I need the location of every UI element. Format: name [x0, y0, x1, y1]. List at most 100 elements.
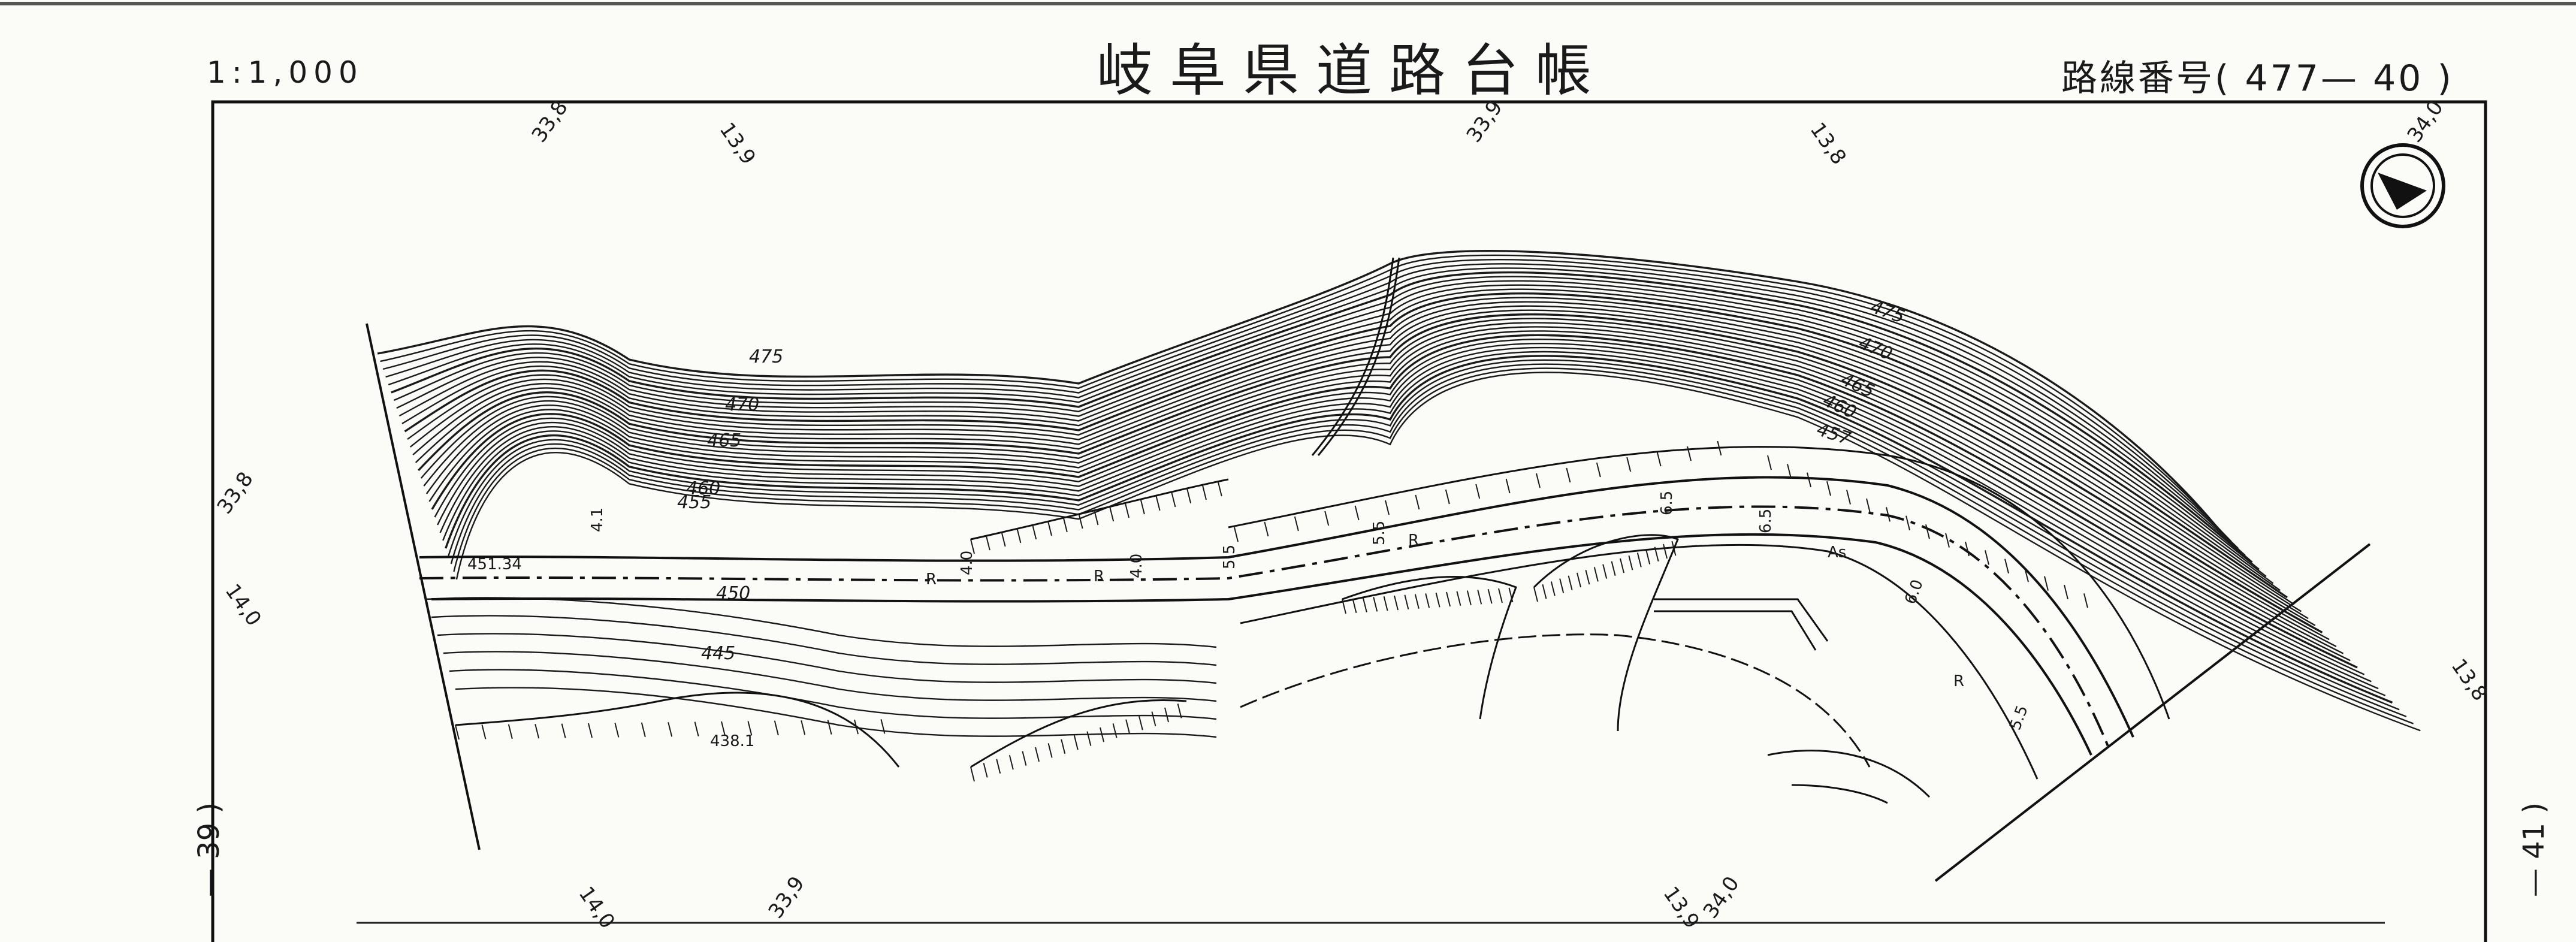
hachure-mark — [1415, 494, 1420, 510]
contour-line — [442, 351, 2386, 696]
hachure-mark — [2044, 576, 2049, 591]
hachure-mark — [1047, 521, 1052, 536]
road-width: 5.5 — [1221, 545, 1239, 569]
contour-line — [431, 334, 2358, 669]
hachure-mark — [1362, 597, 1367, 612]
contour-line — [382, 259, 2232, 542]
hachure-mark — [641, 722, 646, 738]
map-scale: 1:1,000 — [207, 55, 364, 90]
hachure-mark — [614, 723, 620, 738]
hachure-mark — [1001, 532, 1006, 547]
hachure-mark — [1593, 567, 1599, 582]
hachure-mark — [1125, 719, 1131, 735]
hachure-mark — [1620, 558, 1624, 573]
hachure-mark — [1264, 521, 1269, 537]
contour-line — [398, 284, 2274, 584]
valley-contours — [425, 597, 1217, 738]
contour-label: 465 — [707, 430, 741, 451]
hachure-mark — [694, 721, 699, 736]
hachure-mark — [1394, 595, 1399, 611]
hachure-mark — [1466, 590, 1472, 605]
contour-line — [377, 250, 2218, 529]
hachure-mark — [1905, 515, 1910, 531]
hachure-mark — [1125, 503, 1130, 518]
hachure-mark — [1550, 581, 1556, 596]
contour-line — [425, 326, 2344, 654]
hachure-mark — [1475, 484, 1481, 499]
contour-lines — [377, 250, 2421, 732]
contour-line — [437, 342, 2372, 683]
north-arrow-icon — [2360, 143, 2445, 228]
contour-line — [453, 367, 2414, 724]
hachure-mark — [721, 721, 726, 736]
surface-label: R — [926, 570, 937, 588]
contour-labels: 475 470 465 460 455 450 445 475 470 465 … — [677, 297, 1907, 664]
spot-height: 451.34 — [467, 555, 522, 573]
surface-label: R — [1953, 672, 1964, 690]
coord-top-2: 13,9 — [715, 118, 760, 169]
hachure-mark — [1062, 517, 1068, 533]
hachure-mark — [588, 723, 593, 738]
hachure-mark — [1073, 735, 1079, 750]
hachure-mark — [1234, 527, 1239, 542]
hachure-mark — [1445, 489, 1450, 505]
hachure-mark — [2024, 567, 2029, 582]
contour-line — [380, 254, 2225, 535]
hachure-mark — [1626, 457, 1632, 472]
hachure-mark — [1294, 516, 1299, 532]
hachure-mark — [1352, 598, 1357, 614]
hachure-mark — [1611, 561, 1616, 576]
hachure-mark — [1435, 592, 1440, 608]
terrain-edges — [455, 534, 1931, 804]
page-title: 岐阜県道路台帳 — [1097, 38, 1609, 104]
hachure-mark — [1171, 492, 1176, 508]
hachure-mark — [1094, 510, 1099, 526]
hachure-mark — [1385, 500, 1390, 515]
hachure-mark — [1414, 594, 1420, 609]
hachure-mark — [1985, 550, 1989, 565]
contour-line — [407, 297, 2295, 605]
hachure-mark — [1671, 541, 1677, 556]
section-boundary-left — [366, 323, 481, 850]
contour-line — [393, 276, 2260, 570]
contour-line — [415, 309, 2316, 626]
contour-label: 450 — [716, 583, 750, 604]
contour-label: 470 — [725, 394, 759, 415]
hachure-mark — [1846, 490, 1851, 505]
coord-left-1: 33,8 — [213, 467, 258, 518]
section-boundary-right — [1934, 543, 2371, 882]
hachure-mark — [2064, 584, 2068, 600]
hachure-mark — [2083, 593, 2088, 608]
road-width: 4.0 — [958, 551, 976, 575]
hachure-mark — [1505, 478, 1511, 494]
contour-line — [391, 271, 2253, 563]
road-width: 4.1 — [588, 508, 606, 532]
hachure-mark — [1112, 723, 1118, 738]
hachure-mark — [1787, 464, 1792, 479]
hachure-mark — [1925, 524, 1930, 539]
hachure-mark — [1656, 451, 1662, 467]
hachure-mark — [1456, 591, 1461, 606]
contour-line — [428, 330, 2351, 662]
hachure-mark — [1373, 597, 1378, 612]
hachure-mark — [1807, 472, 1811, 488]
hachure-mark — [1886, 507, 1891, 522]
hachure-mark — [1826, 481, 1831, 496]
hachure-mark — [1061, 739, 1066, 754]
contour-label: 460 — [686, 478, 720, 499]
hachure-mark — [1568, 575, 1573, 591]
contour-line — [455, 372, 2421, 732]
surface-label: R — [1094, 567, 1104, 585]
hachure-mark — [774, 720, 779, 736]
hachure-mark — [1636, 552, 1642, 567]
contour-label: 475 — [1868, 297, 1907, 328]
hachure-mark — [561, 723, 566, 738]
contour-label: 475 — [749, 346, 783, 367]
hachure-mark — [747, 721, 753, 736]
hachure-mark — [1866, 498, 1871, 514]
hachure-mark — [1566, 467, 1571, 483]
hachure-mark — [2004, 558, 2009, 574]
contour-line — [385, 263, 2239, 549]
hachure-mark — [1645, 550, 1651, 564]
road-annotations: 451.34 438.1 4.1 4.0 4.0 5.5 5.5 6.5 6.5… — [467, 491, 2032, 750]
